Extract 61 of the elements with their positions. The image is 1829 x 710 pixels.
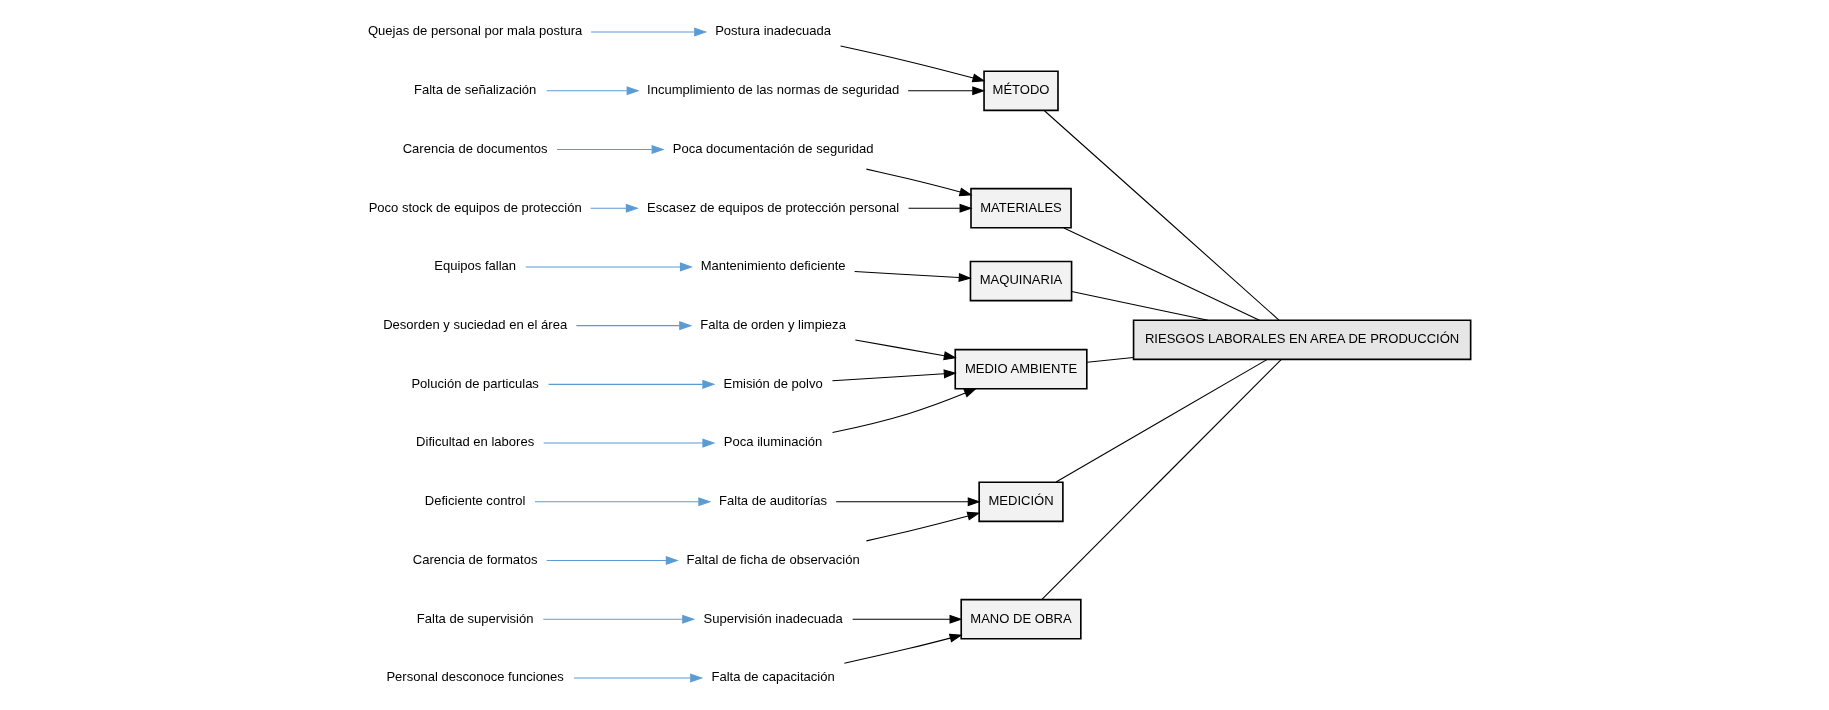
node-text: Escasez de equipos de protección personal xyxy=(646,199,899,215)
arrow xyxy=(851,614,963,624)
arrow xyxy=(589,203,639,213)
node-text: Polución de particulas xyxy=(410,375,539,391)
node-box: MEDICIÓN xyxy=(977,481,1064,523)
arrow xyxy=(572,673,703,683)
arrow xyxy=(545,555,679,566)
arrow xyxy=(865,168,973,197)
arrow xyxy=(854,339,957,361)
arrow xyxy=(839,45,985,83)
node-text: Poco stock de equipos de protección xyxy=(368,199,582,215)
node-text: Equipos fallan xyxy=(433,258,516,274)
arrow xyxy=(843,633,963,664)
node-text: Emisión de polvo xyxy=(722,375,823,391)
arrow xyxy=(545,86,640,96)
connector xyxy=(1062,227,1260,321)
arrow xyxy=(907,203,973,213)
node-box: MAQUINARIA xyxy=(969,260,1072,302)
node-text: Faltal de ficha de observación xyxy=(686,551,860,567)
node-text: Incumplimiento de las normas de seguridad xyxy=(646,82,899,98)
arrow xyxy=(865,511,980,542)
node-text: Postura inadecuada xyxy=(714,23,831,39)
node-box: MEDIO AMBIENTE xyxy=(953,348,1088,390)
node-box: MATERIALES xyxy=(969,187,1072,229)
arrow xyxy=(542,614,695,624)
arrow xyxy=(835,497,981,507)
connector xyxy=(1070,290,1208,321)
node-text: Personal desconoce funciones xyxy=(385,669,564,685)
node-box: MÉTODO xyxy=(982,70,1059,112)
connector xyxy=(1086,356,1134,363)
node-text: Falta de capacitación xyxy=(711,669,835,685)
node-text: Dificultad en labores xyxy=(415,434,534,450)
arrow xyxy=(589,27,707,37)
node-text: Supervisión inadecuada xyxy=(703,610,843,626)
connector xyxy=(1040,358,1282,601)
node-text: Mantenimiento deficiente xyxy=(700,258,846,274)
arrow xyxy=(524,262,693,272)
node-text: Falta de señalización xyxy=(413,82,536,98)
node-text: Carencia de formatos xyxy=(412,551,537,567)
arrow xyxy=(556,144,665,155)
arrow xyxy=(853,271,972,283)
connector xyxy=(1055,359,1267,483)
arrow xyxy=(547,379,715,389)
arrow xyxy=(542,438,715,448)
arrow xyxy=(831,369,957,382)
node-box: MANO DE OBRA xyxy=(959,598,1082,640)
connector xyxy=(1043,110,1279,321)
arrow xyxy=(575,321,692,331)
arrow xyxy=(534,497,711,507)
node-box: RIESGOS LABORALES EN AREA DE PRODUCCIÓN xyxy=(1132,319,1471,361)
node-text: Carencia de documentos xyxy=(402,140,548,156)
node-text: Falta de supervisión xyxy=(416,610,533,626)
node-text: Desorden y suciedad en el área xyxy=(382,317,567,333)
arrow xyxy=(907,86,985,96)
node-text: Poca iluminación xyxy=(723,434,822,450)
node-text: Poca documentación de seguridad xyxy=(672,140,873,156)
node-text: Falta de auditorías xyxy=(718,493,827,509)
node-text: Falta de orden y limpieza xyxy=(699,317,846,333)
arrow xyxy=(831,388,977,434)
node-text: Deficiente control xyxy=(424,493,525,509)
node-text: Quejas de personal por mala postura xyxy=(367,23,582,39)
